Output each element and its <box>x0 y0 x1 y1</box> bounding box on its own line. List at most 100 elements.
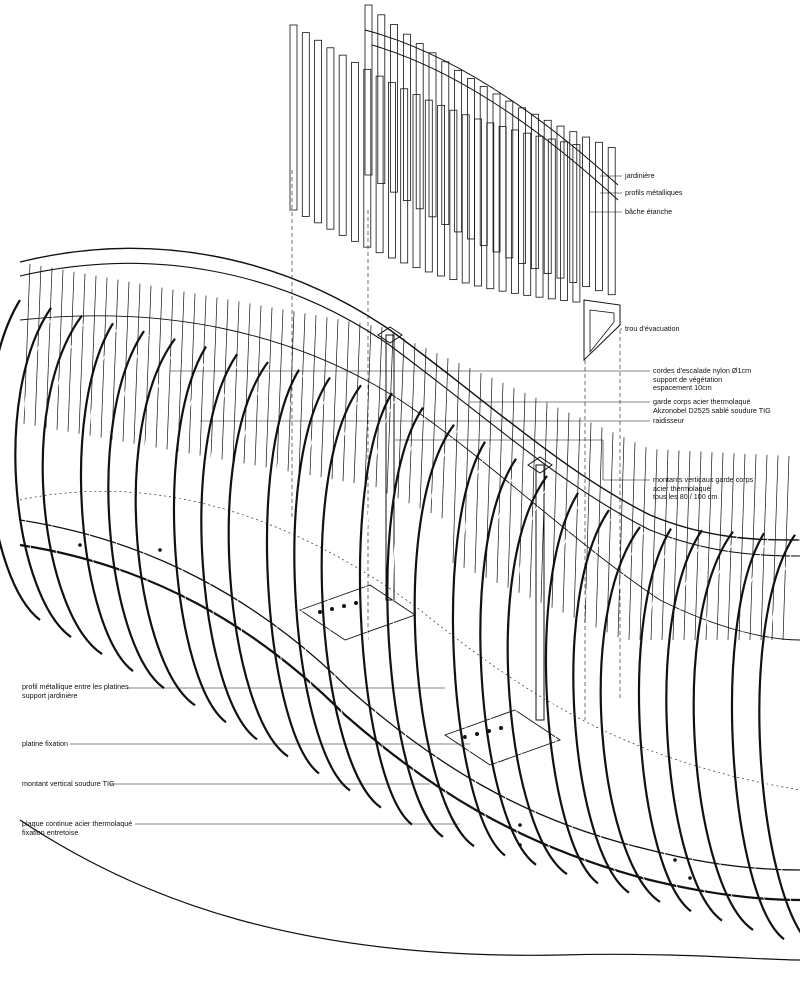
rib-inner <box>86 327 139 672</box>
climbing-rope <box>34 265 42 426</box>
rib-inner <box>272 373 325 774</box>
rib-outer <box>758 534 800 934</box>
label-trou-evacuation: trou d'évacuation <box>625 324 680 333</box>
climbing-rope <box>221 299 229 460</box>
planter-slat-back <box>466 78 475 240</box>
rib-inner <box>513 479 573 875</box>
rib-inner <box>234 365 294 757</box>
top-rail-outer <box>19 247 800 541</box>
rib-outer <box>320 384 382 809</box>
climbing-rope <box>705 452 713 641</box>
rib-inner <box>179 350 232 723</box>
rib-outer <box>506 475 568 876</box>
rib-inner <box>20 311 77 638</box>
planter-rail-top <box>364 29 619 186</box>
rib-outer <box>0 299 41 621</box>
bolt-dot <box>342 604 346 608</box>
rib-outer <box>386 407 444 838</box>
rib-inner <box>606 530 666 903</box>
climbing-rope <box>232 301 240 462</box>
climbing-rope <box>188 293 196 454</box>
climbing-rope <box>551 407 559 608</box>
climbing-rope <box>452 363 460 564</box>
planter-slat-front <box>523 132 532 296</box>
planter-slat-front <box>375 75 384 254</box>
rib-outer <box>107 330 165 690</box>
planter-slat-back <box>454 69 463 233</box>
rib-outer <box>172 345 227 724</box>
planter-slat-front <box>486 122 495 290</box>
climbing-rope <box>276 309 284 470</box>
rib-inner <box>485 462 542 866</box>
rib-outer <box>479 458 537 866</box>
rib-inner <box>392 411 449 838</box>
climbing-rope <box>298 313 306 474</box>
climbing-rope <box>254 305 262 466</box>
climbing-rope <box>375 327 383 488</box>
bolt-dot <box>475 732 479 736</box>
rib-inner <box>578 513 635 894</box>
climbing-rope <box>309 315 317 476</box>
rib-outer <box>358 392 413 826</box>
climbing-rope <box>408 343 416 504</box>
planter-slat-back <box>492 93 501 253</box>
planter-slat-back <box>415 43 424 210</box>
label-profils-metalliques: profils métalliques <box>625 188 683 197</box>
climbing-rope <box>133 283 141 444</box>
climbing-rope <box>683 450 691 641</box>
rib-inner <box>113 334 170 689</box>
rib-outer <box>692 530 754 931</box>
planter-slat-front <box>547 138 556 300</box>
planter-slat-back <box>543 119 552 274</box>
climbing-rope <box>23 263 31 424</box>
climbing-rope <box>463 367 471 569</box>
rib-outer <box>134 338 196 707</box>
climbing-rope <box>210 297 218 458</box>
planter-slat-back <box>364 4 373 176</box>
planter-slat-back <box>377 14 386 185</box>
climbing-rope <box>518 392 526 593</box>
climbing-rope <box>617 437 625 638</box>
rib-inner <box>365 396 418 825</box>
climbing-rope <box>430 353 438 514</box>
climbing-rope <box>287 311 295 472</box>
rib-outer <box>200 353 258 741</box>
climbing-rope <box>606 432 614 633</box>
rib-outer <box>572 509 630 894</box>
planter-rail-mid <box>371 44 619 201</box>
bolt-dot <box>354 601 358 605</box>
climbing-rope <box>419 348 427 509</box>
bolt-dot <box>499 726 503 730</box>
climbing-rope <box>89 275 97 436</box>
rib-outer <box>665 529 723 922</box>
post-cap <box>527 456 553 474</box>
climbing-rope <box>584 422 592 623</box>
planter-slat-back <box>428 52 437 218</box>
rib-inner <box>141 342 201 706</box>
climbing-rope <box>144 285 152 446</box>
climbing-rope <box>507 387 515 588</box>
planter-exploded-view <box>289 4 621 720</box>
climbing-rope <box>177 291 185 452</box>
planter-slat-front <box>535 135 544 298</box>
climbing-rope <box>716 452 724 641</box>
rib-outer <box>79 322 134 673</box>
post-cap <box>377 326 403 344</box>
planter-slat-front <box>387 82 396 259</box>
planter-slat-front <box>338 54 347 236</box>
rib-inner <box>206 358 263 740</box>
climbing-rope <box>265 307 273 468</box>
label-montant-vertical: montant vertical soudure TIG <box>22 779 115 788</box>
climbing-rope <box>78 273 86 434</box>
climbing-rope <box>650 449 658 641</box>
rib-outer <box>227 361 289 758</box>
bolt-dot <box>318 610 322 614</box>
bolt-dot <box>688 876 692 880</box>
rib-inner <box>671 533 728 921</box>
bolt-dot <box>158 548 162 552</box>
rib-inner <box>48 319 108 655</box>
rib-outer <box>265 369 320 775</box>
climbing-rope <box>342 321 350 482</box>
